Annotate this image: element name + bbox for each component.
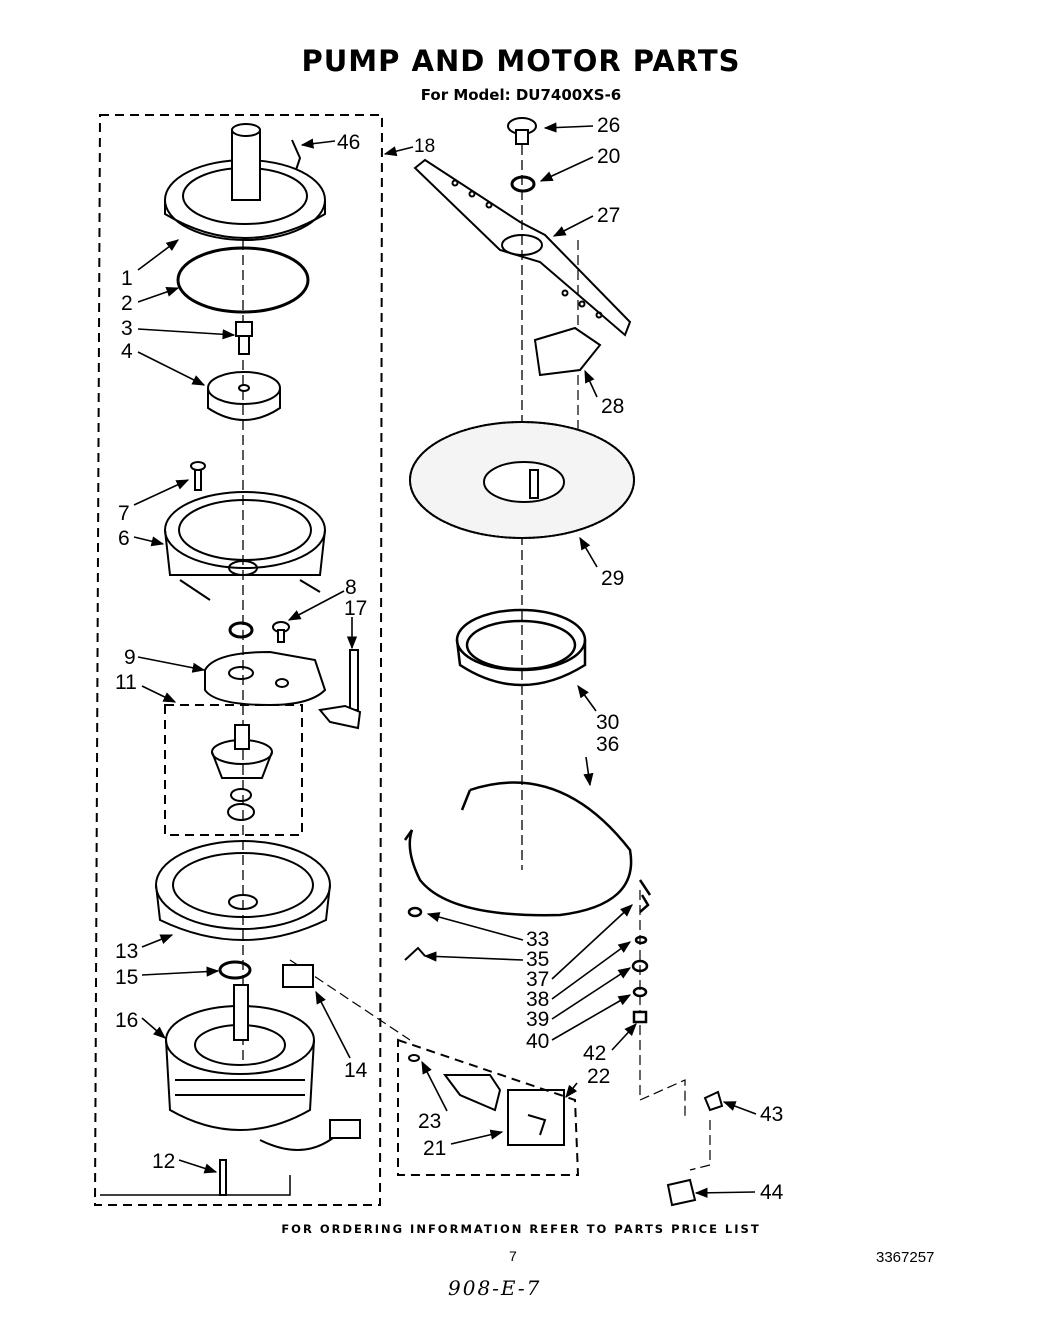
callout-23: 23 bbox=[418, 1110, 441, 1133]
screw-part bbox=[190, 461, 206, 491]
callout-22: 22 bbox=[587, 1065, 610, 1088]
gasket-ring-part bbox=[176, 246, 310, 314]
callout-43: 43 bbox=[760, 1103, 783, 1126]
impeller-part bbox=[211, 724, 273, 821]
cap-part bbox=[507, 117, 537, 145]
ring-part bbox=[455, 608, 587, 687]
assembly-box-22 bbox=[397, 1038, 580, 1176]
callout-11: 11 bbox=[115, 671, 137, 694]
callout-8: 8 bbox=[345, 576, 357, 599]
callout-16: 16 bbox=[115, 1009, 138, 1032]
bolt-part bbox=[235, 321, 253, 355]
callout-3: 3 bbox=[121, 317, 133, 340]
seal-part bbox=[228, 621, 254, 639]
callout-21: 21 bbox=[423, 1137, 446, 1160]
clip-part bbox=[703, 1090, 724, 1112]
model-subtitle: For Model: DU7400XS-6 bbox=[420, 86, 622, 104]
washer-part bbox=[510, 175, 536, 193]
page-number: 7 bbox=[509, 1248, 517, 1264]
motor-part bbox=[165, 984, 361, 1151]
heating-element-part bbox=[403, 781, 652, 917]
plate-part bbox=[204, 650, 327, 707]
bracket-part bbox=[666, 1178, 697, 1207]
disc-part bbox=[207, 371, 281, 421]
callout-36: 36 bbox=[596, 733, 619, 756]
callout-12: 12 bbox=[152, 1150, 175, 1173]
callout-30: 30 bbox=[596, 711, 619, 734]
washer-part bbox=[218, 960, 252, 980]
callout-18: 18 bbox=[414, 136, 435, 157]
hardware-stack-part bbox=[631, 894, 650, 1024]
pin-part bbox=[318, 649, 362, 730]
washer-part bbox=[407, 906, 423, 918]
switch-part bbox=[408, 1054, 565, 1146]
callout-42: 42 bbox=[583, 1042, 606, 1065]
callout-20: 20 bbox=[597, 145, 620, 168]
callout-39: 39 bbox=[526, 1008, 549, 1031]
pump-housing-part bbox=[164, 123, 326, 241]
clip-part bbox=[404, 946, 426, 961]
document-number: 3367257 bbox=[876, 1249, 935, 1266]
callout-1: 1 bbox=[121, 267, 133, 290]
screw-part bbox=[272, 621, 290, 643]
callout-28: 28 bbox=[601, 395, 624, 418]
callout-7: 7 bbox=[118, 502, 130, 525]
callout-40: 40 bbox=[526, 1030, 549, 1053]
handwritten-note: 908-E-7 bbox=[448, 1276, 542, 1300]
callout-27: 27 bbox=[597, 204, 620, 227]
assembly-box-18 bbox=[93, 114, 384, 1206]
filter-screen-part bbox=[409, 421, 635, 539]
callout-13: 13 bbox=[115, 940, 138, 963]
ordering-info-note: FOR ORDERING INFORMATION REFER TO PARTS … bbox=[281, 1222, 761, 1236]
spray-arm-part bbox=[413, 158, 632, 337]
callout-2: 2 bbox=[121, 292, 133, 315]
callout-6: 6 bbox=[118, 527, 130, 550]
screw-part bbox=[219, 1159, 227, 1196]
callout-33: 33 bbox=[526, 928, 549, 951]
callout-4: 4 bbox=[121, 340, 133, 363]
capacitor-part bbox=[282, 964, 314, 988]
callout-26: 26 bbox=[597, 114, 620, 137]
callout-37: 37 bbox=[526, 968, 549, 991]
callout-15: 15 bbox=[115, 966, 138, 989]
callout-44: 44 bbox=[760, 1181, 784, 1204]
callout-38: 38 bbox=[526, 988, 549, 1011]
callout-14: 14 bbox=[344, 1059, 368, 1082]
callout-9: 9 bbox=[124, 646, 136, 669]
callout-35: 35 bbox=[526, 948, 549, 971]
pump-body-part bbox=[164, 491, 326, 601]
callout-17: 17 bbox=[344, 597, 367, 620]
callout-46: 46 bbox=[337, 131, 360, 154]
page-title: PUMP AND MOTOR PARTS bbox=[301, 44, 741, 78]
callout-29: 29 bbox=[601, 567, 624, 590]
clip-part bbox=[533, 326, 602, 377]
lower-housing-part bbox=[155, 840, 331, 941]
assembly-box-11 bbox=[164, 704, 303, 836]
